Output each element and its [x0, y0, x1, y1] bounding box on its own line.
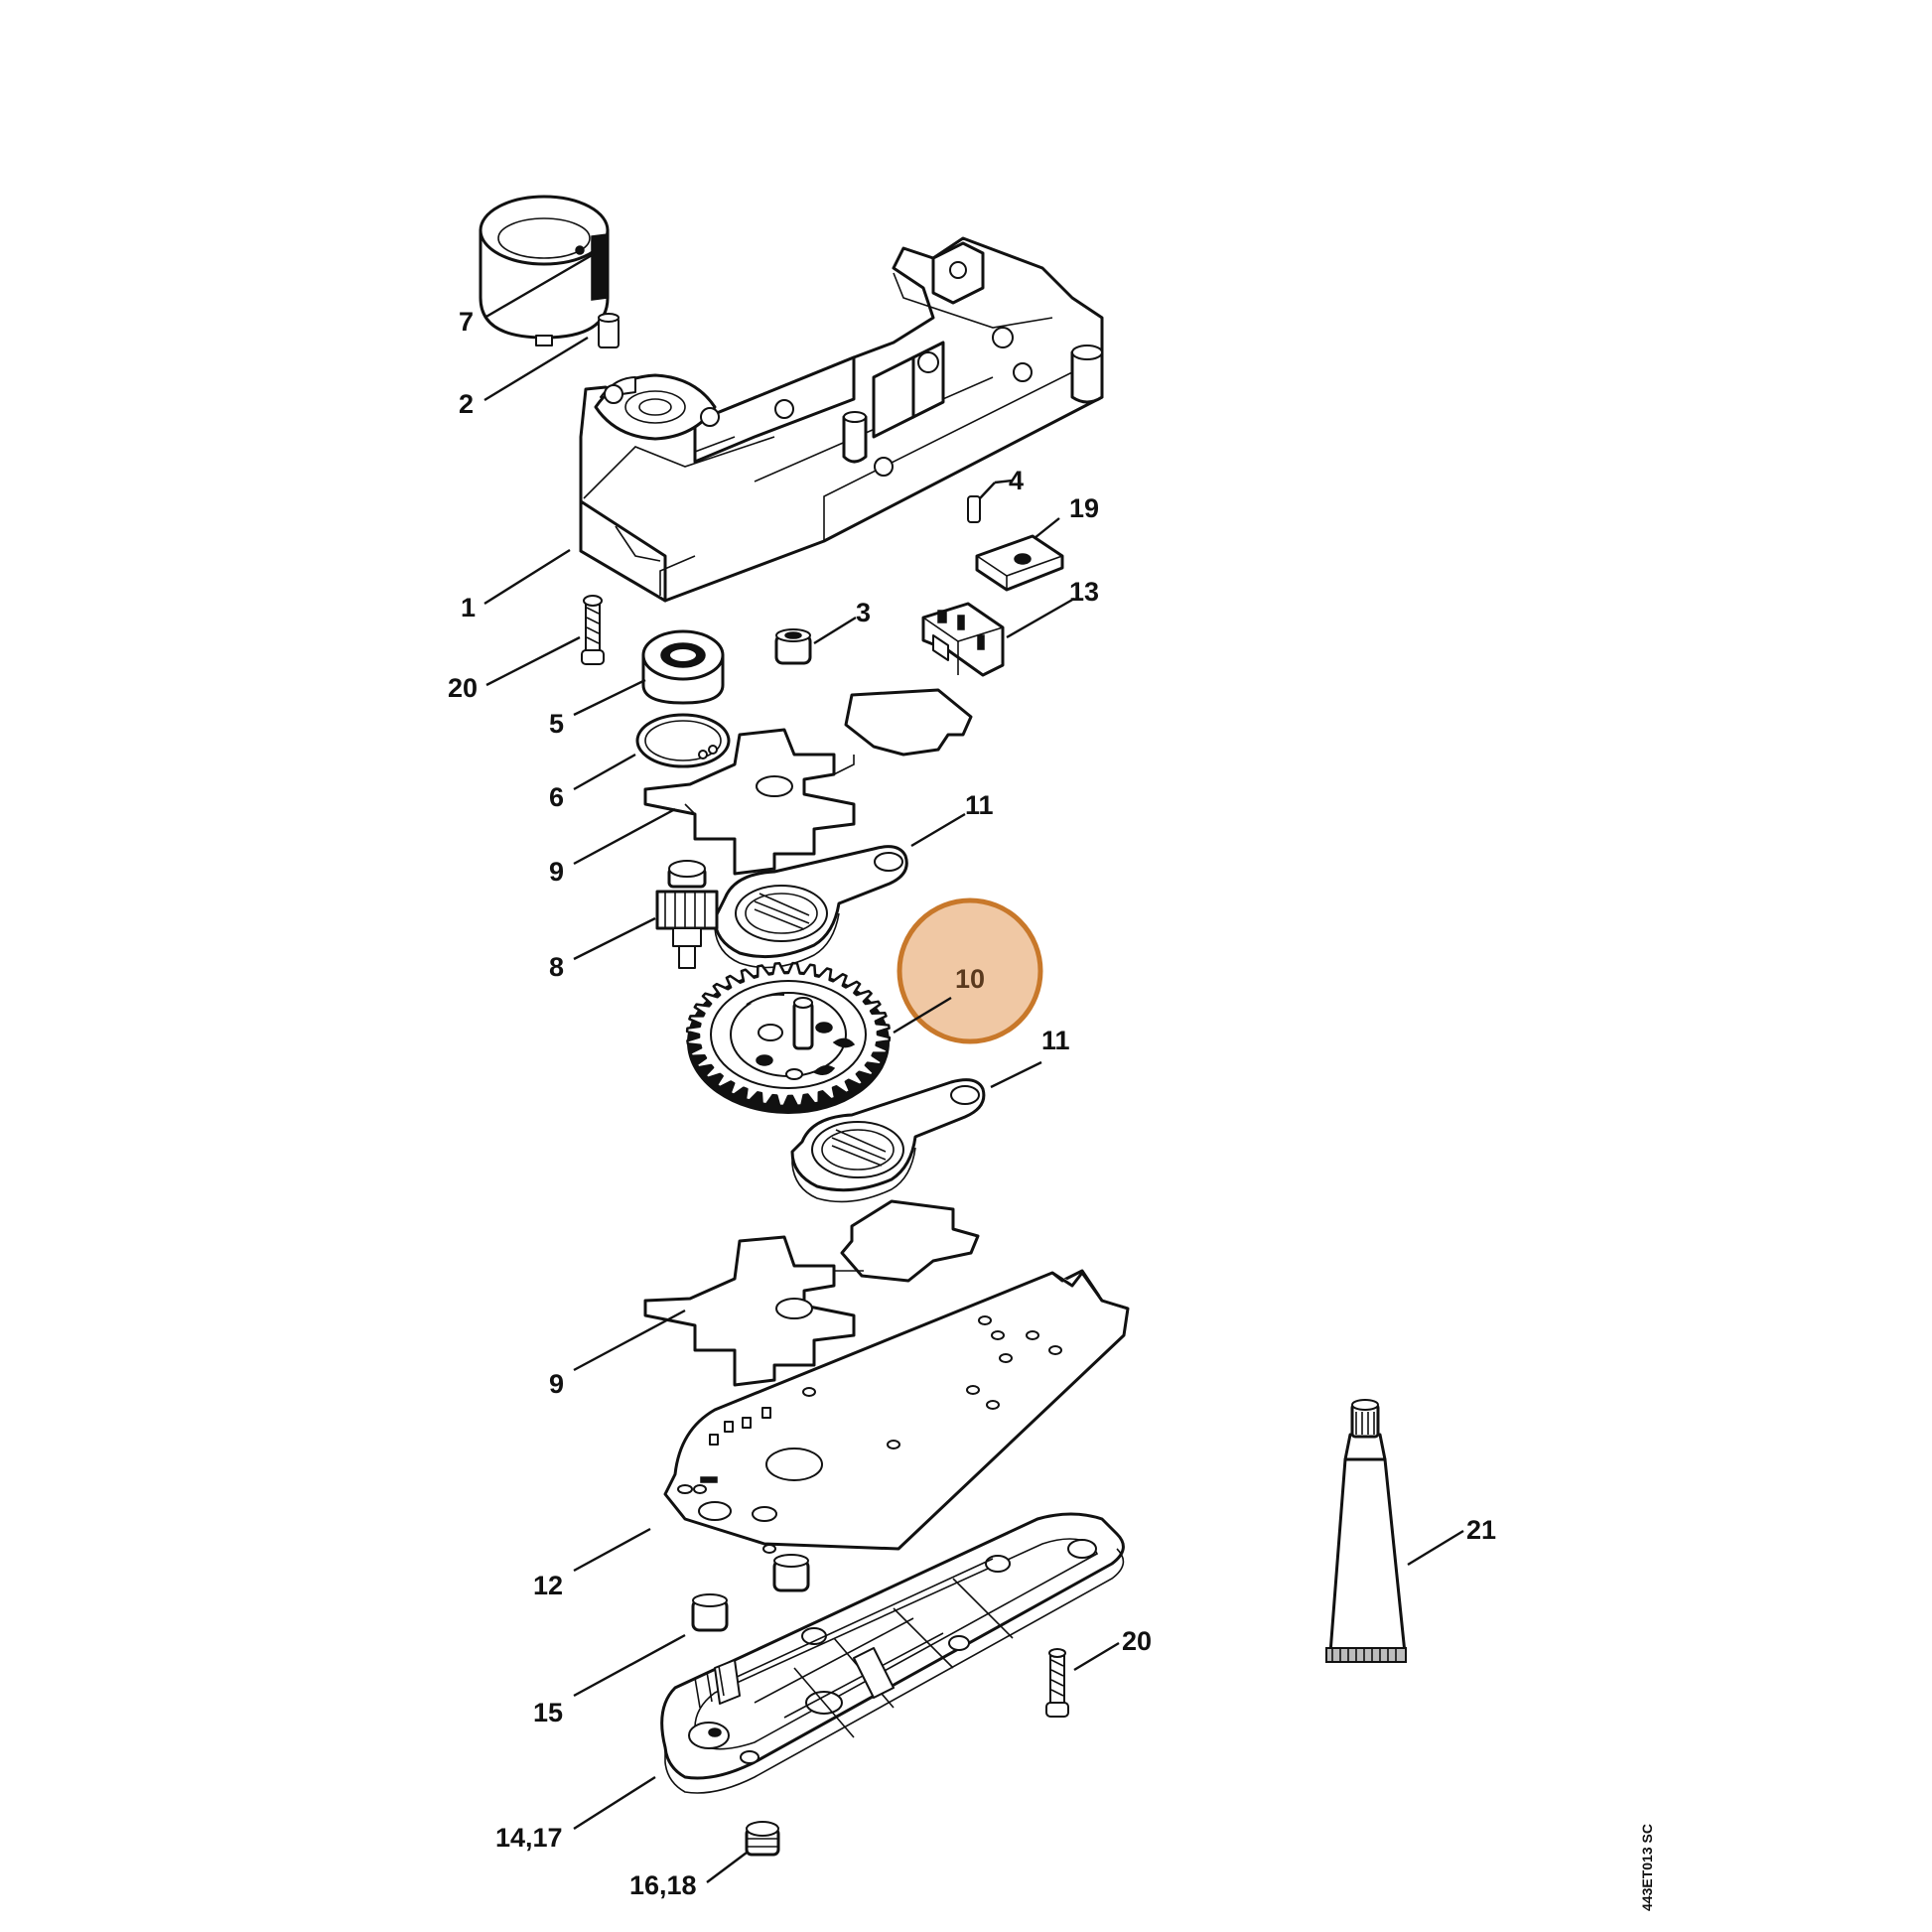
label-1[interactable]: 1: [461, 593, 476, 622]
label-7[interactable]: 7: [459, 307, 474, 337]
part-14-17-housing-cover[interactable]: [660, 1512, 1125, 1794]
part-9-spacer-upper[interactable]: [643, 688, 973, 876]
label-20-lower[interactable]: 20: [1122, 1626, 1152, 1656]
highlight-marker: [897, 897, 1043, 1044]
label-11-upper[interactable]: 11: [965, 790, 994, 820]
label-12[interactable]: 12: [533, 1571, 563, 1600]
label-8[interactable]: 8: [549, 952, 564, 982]
leader-lines: [483, 252, 1464, 1883]
gear-rim: [710, 980, 867, 1089]
part-20-screw-upper[interactable]: [581, 595, 605, 665]
part-4-pin[interactable]: [967, 495, 981, 523]
part-12-cover-plate[interactable]: [663, 1269, 1130, 1554]
part-labels: 7 2 1 4 19 13 3 20 5 6 9 11 8 10 11 9 12…: [448, 307, 1655, 1911]
part-9-spacer-lower[interactable]: [643, 1199, 980, 1387]
part-13-clip[interactable]: [921, 602, 1005, 677]
part-7-drum[interactable]: [479, 195, 610, 346]
part-8-pinion[interactable]: [655, 860, 719, 969]
part-11-connecting-rod-lower[interactable]: [790, 1078, 986, 1203]
label-14-17[interactable]: 14,17: [495, 1823, 563, 1853]
label-5[interactable]: 5: [549, 709, 564, 739]
label-16-18[interactable]: 16,18: [629, 1870, 697, 1900]
label-21[interactable]: 21: [1466, 1515, 1496, 1545]
part-1-gear-housing[interactable]: [579, 236, 1104, 603]
label-10[interactable]: 10: [955, 964, 985, 994]
label-15[interactable]: 15: [533, 1698, 563, 1727]
part-3-needle-sleeve[interactable]: [774, 628, 812, 665]
label-9-lower[interactable]: 9: [549, 1369, 564, 1399]
label-2[interactable]: 2: [459, 389, 474, 419]
label-6[interactable]: 6: [549, 782, 564, 812]
part-19-plate[interactable]: [975, 534, 1064, 592]
part-2-sleeve[interactable]: [598, 313, 620, 348]
part-15-needle-sleeves[interactable]: [691, 1554, 810, 1632]
part-21-grease-tube[interactable]: [1325, 1399, 1407, 1663]
label-3[interactable]: 3: [856, 598, 871, 627]
label-11-lower[interactable]: 11: [1041, 1026, 1070, 1055]
part-10-gear[interactable]: [685, 961, 892, 1114]
drawing-reference: 443ET013 SC: [1639, 1824, 1655, 1911]
part-16-18-plug[interactable]: [745, 1821, 780, 1857]
part-20-screw-lower[interactable]: [1045, 1648, 1069, 1718]
label-9-upper[interactable]: 9: [549, 857, 564, 887]
label-13[interactable]: 13: [1069, 577, 1099, 607]
part-6-snap-ring[interactable]: [635, 713, 731, 768]
label-19[interactable]: 19: [1069, 493, 1099, 523]
label-4[interactable]: 4: [1009, 466, 1024, 495]
label-20-upper[interactable]: 20: [448, 673, 478, 703]
part-11-connecting-rod-upper[interactable]: [713, 845, 908, 969]
part-5-ball-bearing[interactable]: [641, 629, 725, 705]
